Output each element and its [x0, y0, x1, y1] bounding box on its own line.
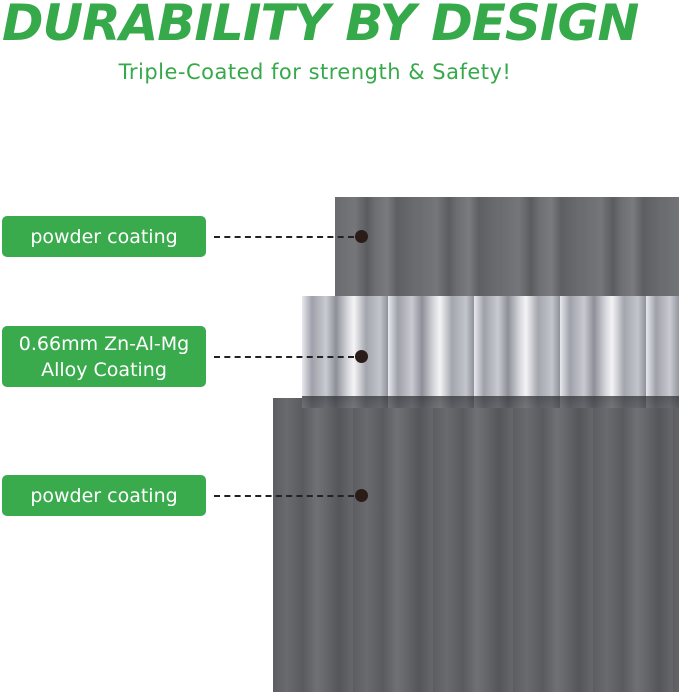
callout-leader-line	[214, 236, 354, 238]
callout-marker-dot	[355, 350, 368, 363]
headline-subtitle: Triple-Coated for strength & Safety!	[118, 60, 512, 84]
callout-label-line1: 0.66mm Zn-Al-Mg	[18, 332, 190, 355]
callout-marker-dot	[355, 230, 368, 243]
callout-label-middle: 0.66mm Zn-Al-Mg Alloy Coating	[2, 326, 206, 387]
callout-label-bottom: powder coating	[2, 475, 206, 516]
callout-label-text: powder coating	[30, 225, 178, 248]
callout-label-top: powder coating	[2, 216, 206, 257]
callout-label-text: powder coating	[30, 484, 178, 507]
callout-label-line2: Alloy Coating	[41, 358, 167, 381]
layer-edge-shadow	[302, 396, 679, 408]
panel-top-powder-coating	[335, 197, 679, 307]
callout-marker-dot	[355, 489, 368, 502]
headline-title: DURABILITY BY DESIGN	[2, 0, 639, 52]
callout-leader-line	[214, 495, 354, 497]
panel-bottom-powder-coating	[273, 398, 679, 692]
callout-leader-line	[214, 356, 354, 358]
